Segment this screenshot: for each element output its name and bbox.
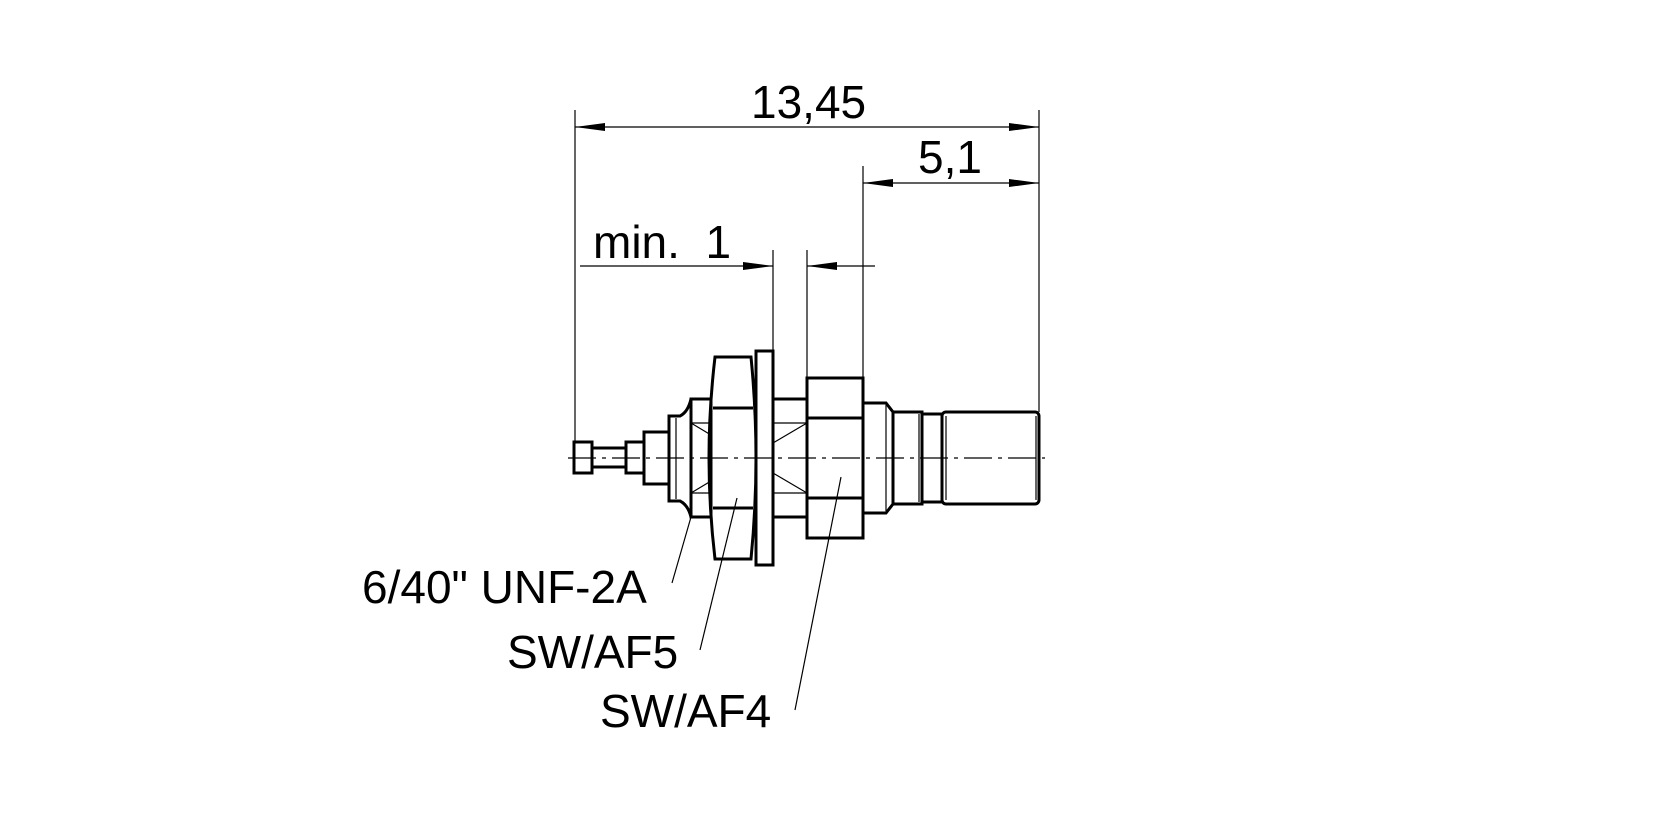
dimension-overall-label: 13,45 [751, 76, 866, 128]
dimension-front: 5,1 [863, 131, 1039, 187]
extension-lines [574, 110, 1040, 442]
callout-af4: SW/AF4 [600, 476, 842, 737]
dimension-overall: 13,45 [575, 76, 1039, 131]
callout-af5: SW/AF5 [507, 497, 738, 678]
callout-thread-label: 6/40" UNF-2A [362, 561, 647, 613]
callout-af4-label: SW/AF4 [600, 685, 771, 737]
callout-af5-label: SW/AF5 [507, 626, 678, 678]
callout-thread: 6/40" UNF-2A [362, 516, 692, 613]
dimension-panel-label: min. 1 [593, 216, 731, 268]
dimension-front-label: 5,1 [918, 131, 982, 183]
dimension-panel: min. 1 [580, 216, 875, 270]
connector-body [568, 349, 1045, 567]
